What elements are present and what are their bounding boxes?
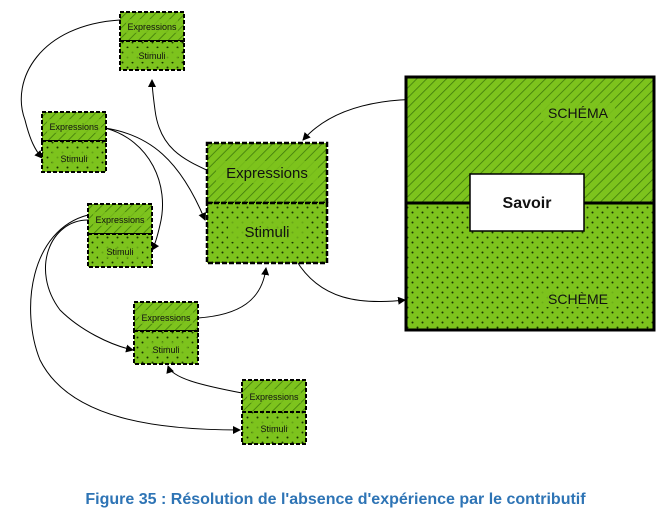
stimuli-label: Stimuli <box>106 247 133 257</box>
arrow-box3-to-box5 <box>30 214 241 434</box>
scheme-label: SCHÈME <box>548 291 608 307</box>
expressions-label: Expressions <box>49 122 99 132</box>
expressions-label: Expressions <box>141 313 191 323</box>
stimuli-label: Stimuli <box>260 424 287 434</box>
arrow-box3-to-box4 <box>44 219 134 353</box>
stimuli-label: Stimuli <box>60 154 87 164</box>
schema-label: SCHÉMA <box>548 105 609 121</box>
expressions-label: Expressions <box>226 165 308 182</box>
expressions-label: Expressions <box>95 215 145 225</box>
small-box-2: Expressions Stimuli <box>41 111 107 173</box>
small-box-1: Expressions Stimuli <box>119 11 185 71</box>
small-box-3: Expressions Stimuli <box>87 203 153 268</box>
arrow-central-to-scheme <box>295 259 406 305</box>
small-box-5: Expressions Stimuli <box>241 379 307 445</box>
arrow-box2-to-box1 <box>105 128 222 168</box>
stimuli-label: Stimuli <box>138 51 165 61</box>
arrow-box1-to-box2 <box>20 19 121 159</box>
figure-caption: Figure 35 : Résolution de l'absence d'ex… <box>85 491 586 508</box>
stimuli-label: Stimuli <box>244 224 289 241</box>
stimuli-label: Stimuli <box>152 345 179 355</box>
expressions-label: Expressions <box>127 22 177 32</box>
expressions-label: Expressions <box>249 392 299 402</box>
large-box: SCHÉMA SCHÈME Savoir <box>404 75 656 332</box>
arrow-box4-to-central <box>197 267 270 319</box>
arrow-central-to-box1 <box>148 79 214 174</box>
arrow-box2-to-central <box>104 127 206 221</box>
small-box-4: Expressions Stimuli <box>133 301 199 365</box>
savoir-label: Savoir <box>503 195 552 212</box>
savoir-box <box>469 173 585 232</box>
central-box: Expressions Stimuli <box>205 141 329 265</box>
arrow-box2-to-box3 <box>104 127 164 251</box>
arrow-box5-to-box4 <box>166 365 243 394</box>
diagram: Expressions Stimuli Expressions Stimuli … <box>20 11 656 445</box>
